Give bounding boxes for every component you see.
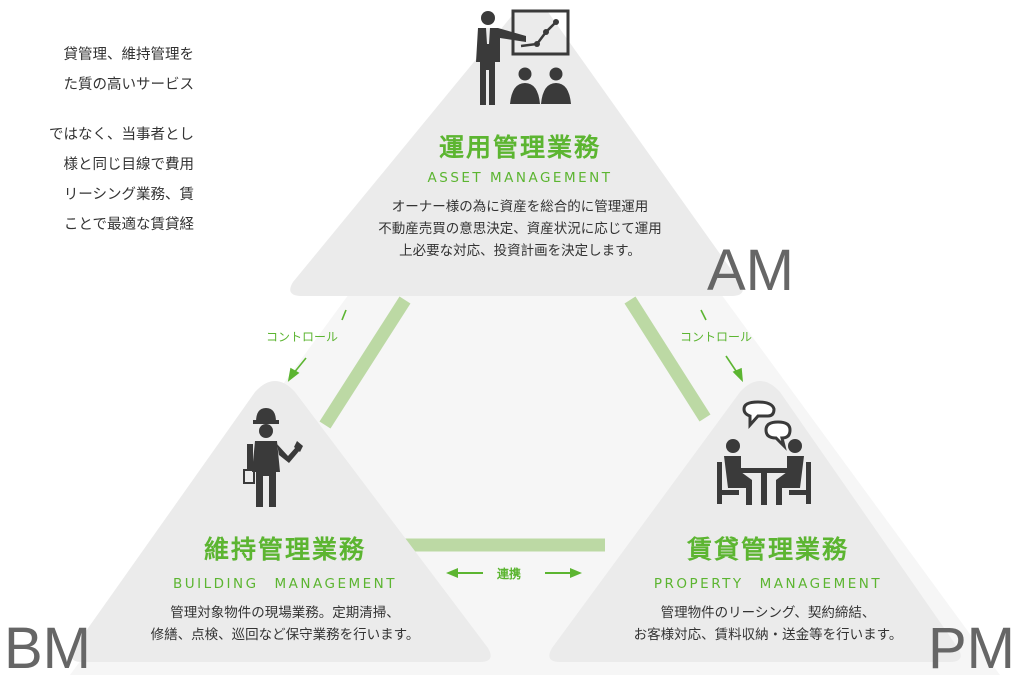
bm-description-line: 修繕、点検、巡回など保守業務を行います。 bbox=[150, 627, 420, 643]
arrow-right-icon bbox=[570, 568, 582, 578]
pm-abbreviation: PM bbox=[928, 616, 1015, 681]
pm-description-line: 管理物件のリーシング、契約締結、 bbox=[660, 605, 876, 621]
am-description-line: 上必要な対応、投資計画を決定します。 bbox=[399, 243, 641, 259]
control-right-tick bbox=[700, 309, 707, 321]
am-content: 運用管理業務 ASSET MANAGEMENT オーナー様の為に資産を総合的に管… bbox=[320, 128, 720, 262]
worker-icon bbox=[243, 408, 303, 507]
bm-description: 管理対象物件の現場業務。定期清掃、 修繕、点検、巡回など保守業務を行います。 bbox=[95, 602, 475, 646]
control-left-tick bbox=[341, 309, 347, 321]
presenter-icon bbox=[476, 9, 571, 105]
connector-am-bm bbox=[319, 296, 411, 429]
pm-panel bbox=[549, 381, 961, 662]
bm-content: 維持管理業務 BUILDING MANAGEMENT 管理対象物件の現場業務。定… bbox=[95, 530, 475, 646]
am-description-line: 不動産売買の意思決定、資産状況に応じて運用 bbox=[378, 221, 662, 237]
intro-line: た質の高いサービス bbox=[63, 77, 195, 93]
intro-line: 様と同じ目線で費用 bbox=[63, 157, 195, 173]
bm-subtitle: BUILDING MANAGEMENT bbox=[172, 576, 398, 592]
control-left-arrowhead bbox=[287, 367, 300, 382]
am-abbreviation: AM bbox=[707, 238, 794, 303]
am-panel bbox=[290, 12, 743, 296]
am-title: 運用管理業務 bbox=[438, 133, 601, 162]
control-right-label: コントロール bbox=[680, 330, 753, 344]
pm-subtitle: PROPERTY MANAGEMENT bbox=[653, 576, 883, 592]
meeting-icon bbox=[717, 400, 811, 505]
bm-description-line: 管理対象物件の現場業務。定期清掃、 bbox=[170, 605, 400, 621]
pm-description: 管理物件のリーシング、契約締結、 お客様対応、賃料収納・送金等を行います。 bbox=[578, 602, 958, 646]
pm-content: 賃貸管理業務 PROPERTY MANAGEMENT 管理物件のリーシング、契約… bbox=[578, 530, 958, 646]
am-subtitle: ASSET MANAGEMENT bbox=[427, 170, 613, 186]
bm-abbreviation: BM bbox=[4, 616, 91, 681]
bm-title: 維持管理業務 bbox=[203, 535, 366, 564]
pm-title: 賃貸管理業務 bbox=[686, 535, 849, 564]
intro-line: リーシング業務、賃 bbox=[63, 187, 194, 203]
control-left-label: コントロール bbox=[266, 330, 339, 344]
intro-line: 貸管理、維持管理を bbox=[63, 47, 195, 63]
cooperation-arrows bbox=[446, 568, 582, 578]
control-arrows bbox=[287, 309, 743, 383]
pm-description-line: お客様対応、賃料収納・送金等を行います。 bbox=[633, 627, 903, 643]
control-right-arrowhead bbox=[732, 367, 743, 383]
intro-line: ことで最適な賃貸経 bbox=[63, 217, 194, 233]
intro-line: ではなく、当事者とし bbox=[49, 127, 194, 143]
cooperation-label: 連携 bbox=[497, 567, 522, 581]
bm-panel bbox=[71, 381, 491, 662]
arrow-left-icon bbox=[446, 568, 458, 578]
am-description-line: オーナー様の為に資産を総合的に管理運用 bbox=[391, 199, 649, 215]
intro-text: 貸管理、維持管理を た質の高いサービス ではなく、当事者とし 様と同じ目線で費用… bbox=[0, 40, 194, 240]
am-description: オーナー様の為に資産を総合的に管理運用 不動産売買の意思決定、資産状況に応じて運… bbox=[320, 196, 720, 262]
connector-am-pm bbox=[624, 296, 711, 422]
